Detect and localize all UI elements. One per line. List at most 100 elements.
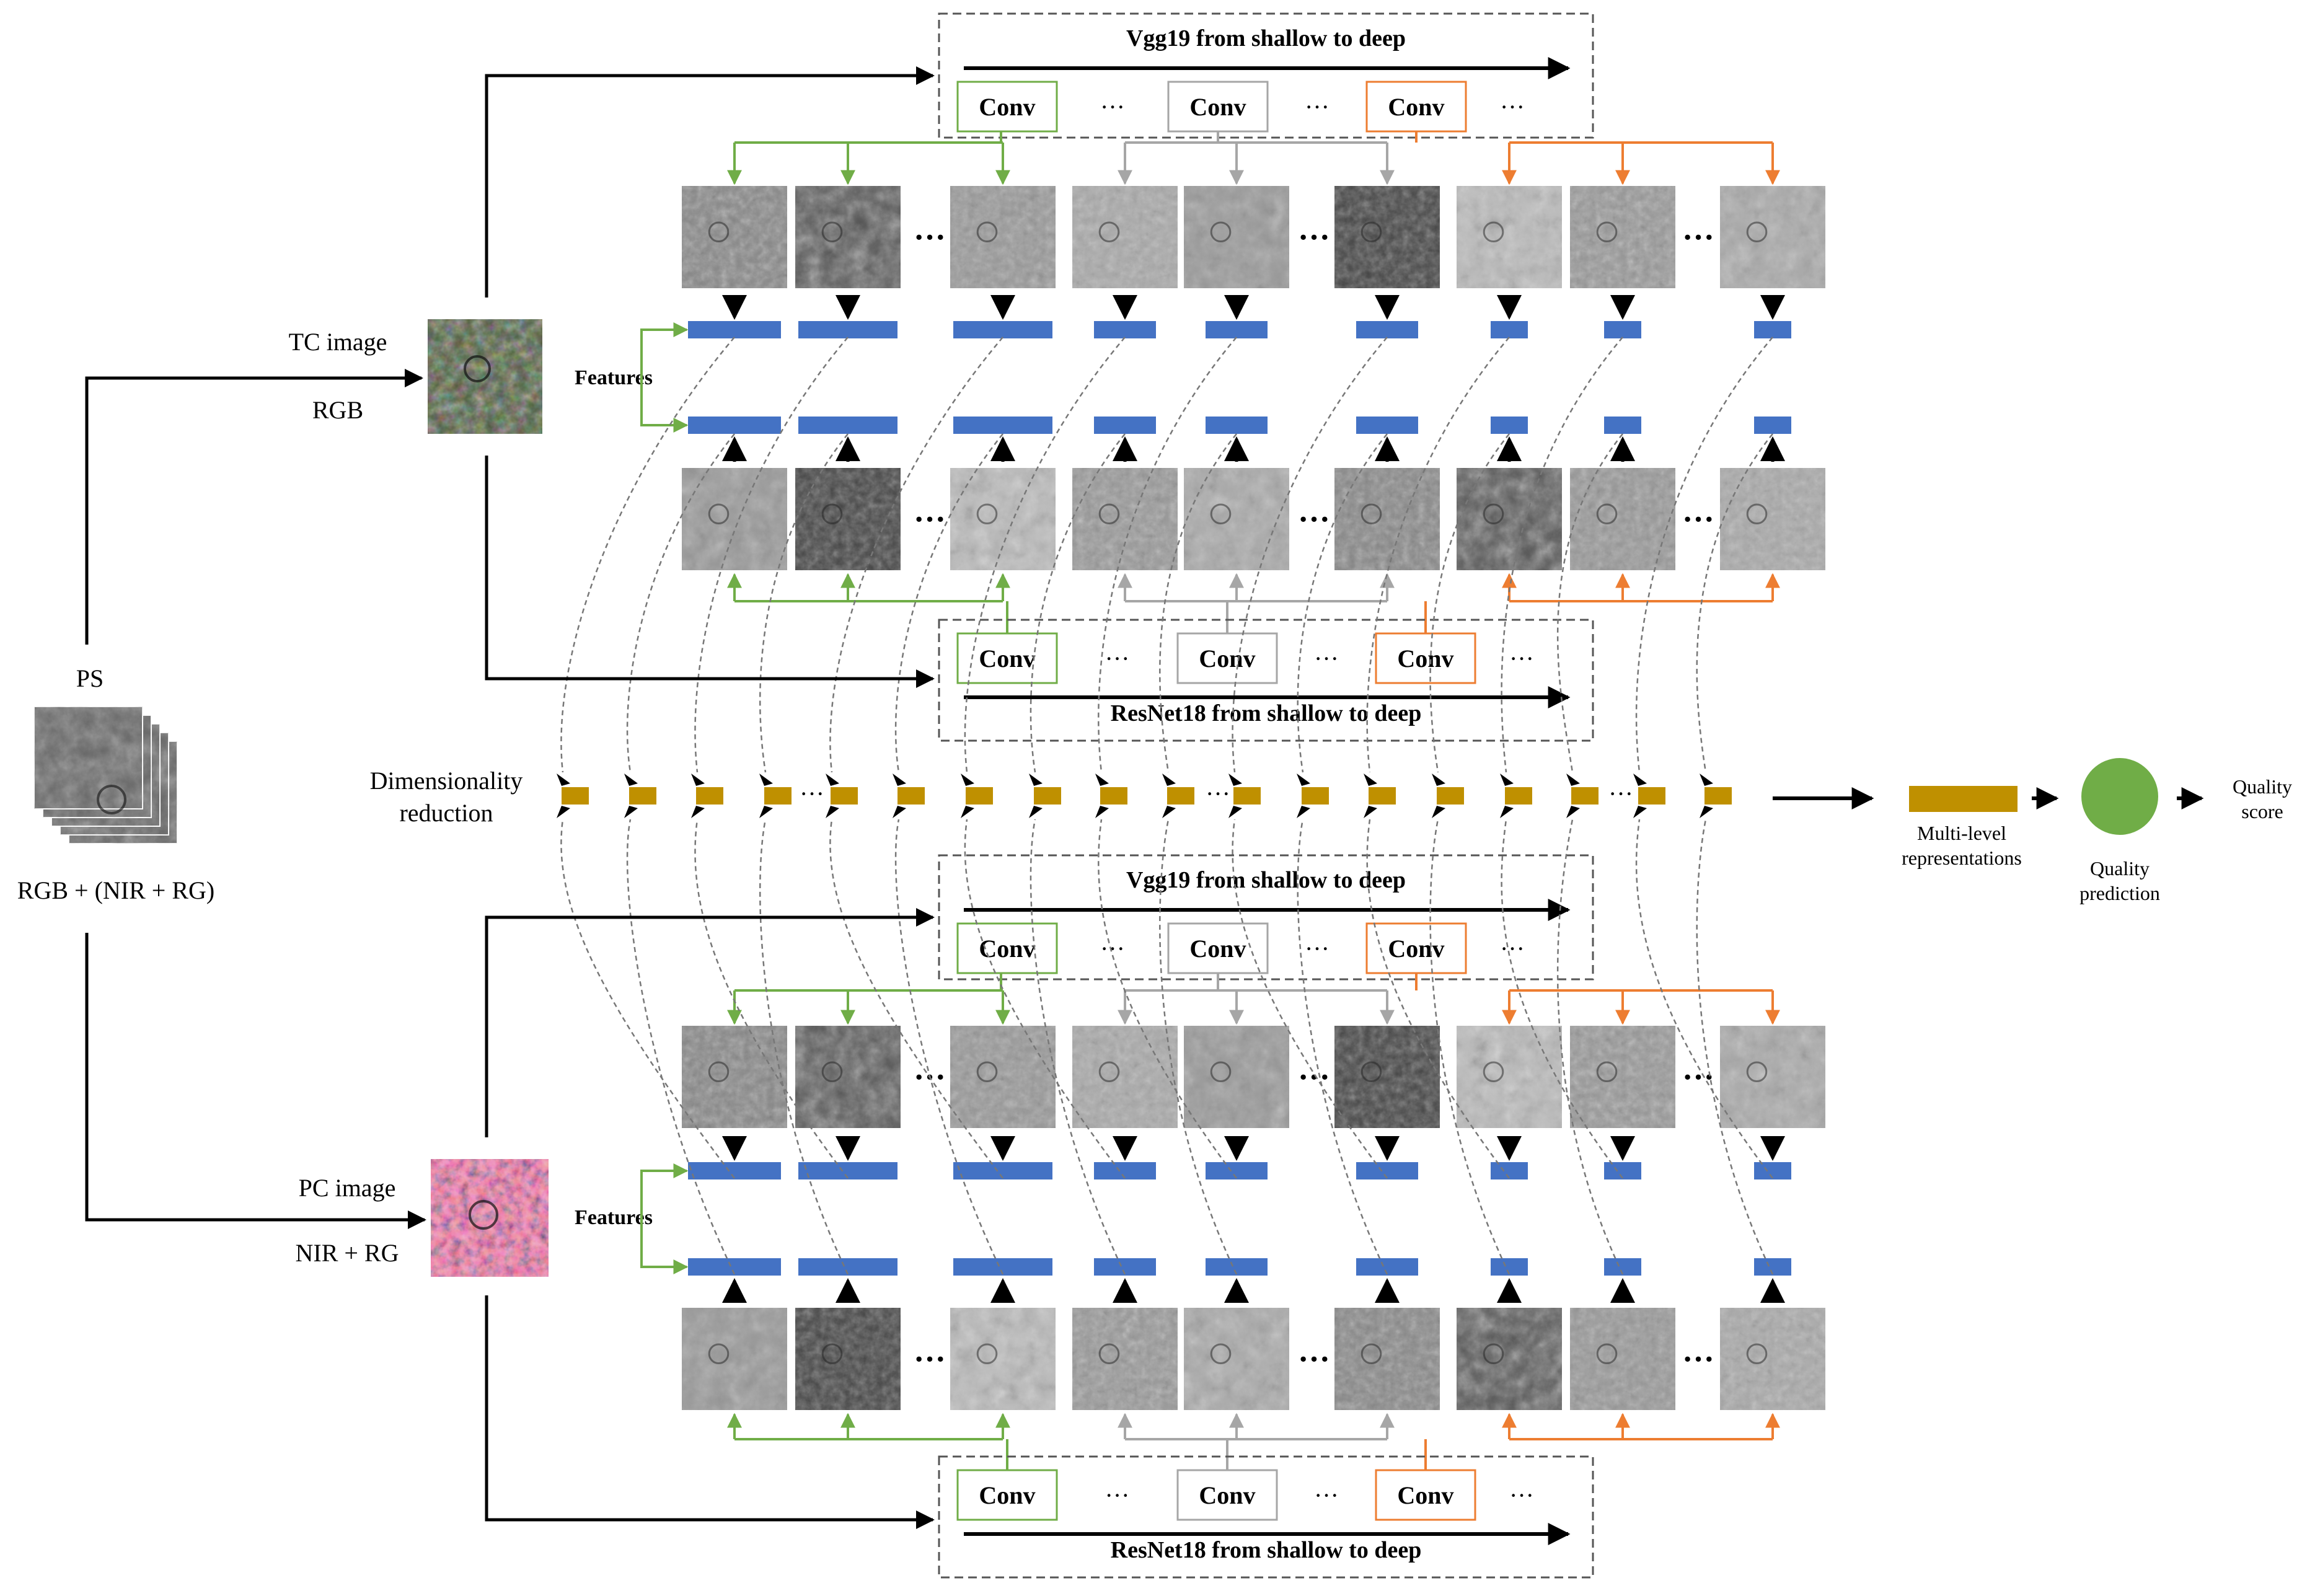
- reduction-arrow-bottom-16: [1633, 806, 1647, 818]
- tc-vgg-conv-1: [956, 81, 1058, 133]
- tc-vgg-featuremap-1-crater: [821, 221, 843, 243]
- pc-resnet-featuremap-7-crater: [1596, 1343, 1618, 1365]
- tc-vgg-map-dots-1: ···: [1298, 220, 1330, 255]
- tc-resnet-box: [938, 619, 1594, 742]
- reduction-arrow-bottom-8: [1095, 806, 1109, 818]
- tc-resnet-featuremap-2-crater: [976, 503, 998, 525]
- quality-score-label-1: Quality: [2233, 775, 2292, 798]
- pc-vgg-link-7: [1501, 819, 1623, 1179]
- tc-resnet-feature-bar-0: [688, 417, 781, 434]
- pc-vgg-featuremap-6-crater: [1483, 1061, 1504, 1083]
- tc-vgg-featuremap-7: [1570, 186, 1675, 288]
- reduction-arrow-bottom-17: [1700, 806, 1713, 818]
- tc-resnet-feature-bar-2: [953, 417, 1052, 434]
- tc-vgg-feature-bar-5: [1356, 321, 1418, 338]
- pc-resnet-featuremap-1-crater: [821, 1343, 843, 1365]
- tc-image: [428, 319, 542, 434]
- pc-resnet-featuremap-2-crater: [976, 1343, 998, 1365]
- pc-resnet-link-5: [1297, 819, 1388, 1275]
- pc-resnet-link-2: [894, 819, 1004, 1275]
- pc-vgg-link-3: [964, 819, 1126, 1179]
- tc-vgg-featuremap-5-crater: [1360, 221, 1382, 243]
- pc-resnet-featuremap-2: [950, 1308, 1056, 1410]
- pc-vgg-feature-bar-7: [1604, 1162, 1641, 1179]
- pc-vgg-featuremap-6: [1457, 1026, 1562, 1128]
- tc-resnet-featuremap-3-crater: [1098, 503, 1120, 525]
- quality-prediction-label-2: prediction: [2079, 882, 2160, 904]
- pc-vgg-featuremap-7-crater: [1596, 1061, 1618, 1083]
- tc-resnet-feature-bar-1: [798, 417, 897, 434]
- tc-vgg-featuremap-0: [682, 186, 787, 288]
- reduced-feature-3: [764, 787, 792, 805]
- tc-resnet-feature-bar-5: [1356, 417, 1418, 434]
- tc-vgg-link-2: [829, 337, 1003, 773]
- pc-resnet-conv-label-1: Conv: [979, 1481, 1035, 1509]
- quality-prediction-circle: [2081, 758, 2158, 835]
- reduced-feature-13: [1437, 787, 1464, 805]
- quality-score-label-2: score: [2241, 800, 2283, 822]
- tc-resnet-conv-label-1: Conv: [979, 645, 1035, 672]
- pc-resnet-ellipsis-1: ···: [1105, 1481, 1130, 1509]
- tc-vgg-feature-bar-3: [1094, 321, 1156, 338]
- pc-resnet-link-7: [1556, 819, 1624, 1275]
- reduction-arrow-bottom-1: [624, 806, 638, 818]
- reduction-arrow-bottom-5: [893, 806, 906, 818]
- reduction-arrow-bottom-6: [961, 806, 974, 818]
- pc-resnet-featuremap-6: [1457, 1308, 1562, 1410]
- dim-reduction-label-1: Dimensionality: [370, 767, 523, 795]
- dim-reduction-label-2: reduction: [399, 799, 493, 827]
- pc-resnet-featuremap-1: [795, 1308, 901, 1410]
- pc-vgg-link-1: [694, 819, 849, 1179]
- tc-resnet-featuremap-4-crater: [1210, 503, 1232, 525]
- pc-to-vgg-arrow: [485, 908, 935, 1137]
- reduction-arrow-top-13: [1432, 774, 1445, 786]
- reduced-feature-9: [1167, 787, 1194, 805]
- pc-resnet-featuremap-5: [1334, 1308, 1440, 1410]
- pc-resnet-link-0: [626, 819, 736, 1275]
- pc-vgg-link-4: [1098, 819, 1237, 1179]
- reduction-arrow-bottom-10: [1228, 806, 1242, 818]
- tc-vgg-featuremap-0-crater: [708, 221, 730, 243]
- pc-vgg-ellipsis-3: ···: [1500, 935, 1525, 963]
- quality-prediction-label-1: Quality: [2090, 857, 2150, 880]
- pc-resnet-ellipsis-2: ···: [1314, 1481, 1339, 1509]
- tc-resnet-conv-label-2: Conv: [1199, 645, 1255, 672]
- pc-bands-label: NIR + RG: [295, 1239, 399, 1267]
- tc-resnet-featuremap-7: [1570, 468, 1675, 570]
- pc-vgg-feature-bar-6: [1491, 1162, 1528, 1179]
- pc-vgg-featuremap-8: [1720, 1026, 1825, 1128]
- tc-resnet-feature-bar-6: [1491, 417, 1528, 434]
- pc-resnet-featuremap-3: [1072, 1308, 1178, 1410]
- tc-resnet-featuremap-8: [1720, 468, 1825, 570]
- tc-resnet-feature-bar-8: [1754, 417, 1791, 434]
- tc-resnet-featuremap-0-crater: [708, 503, 730, 525]
- pc-resnet-conv-2: [1176, 1469, 1278, 1521]
- tc-vgg-featuremap-7-crater: [1596, 221, 1618, 243]
- pc-vgg-featuremap-3: [1072, 1026, 1178, 1128]
- reduced-feature-15: [1571, 787, 1599, 805]
- reduction-arrow-top-1: [624, 774, 638, 786]
- pc-resnet-map-dots-2: ···: [1682, 1342, 1714, 1377]
- tc-vgg-feature-bar-4: [1206, 321, 1268, 338]
- tc-resnet-map-dots-2: ···: [1682, 502, 1714, 537]
- reduction-arrow-bottom-7: [1029, 806, 1043, 818]
- pc-vgg-conv-2: [1167, 922, 1269, 974]
- reduction-arrow-top-8: [1095, 774, 1109, 786]
- tc-to-resnet-arrow: [485, 456, 935, 688]
- tc-vgg-feature-bar-1: [798, 321, 897, 338]
- tc-to-vgg-arrow: [485, 66, 935, 298]
- pc-resnet-link-8: [1696, 819, 1774, 1275]
- pc-vgg-conv-3: [1365, 922, 1467, 974]
- reduction-arrow-top-11: [1297, 774, 1310, 786]
- ps-bands-label: RGB + (NIR + RG): [17, 876, 214, 904]
- pc-vgg-map-dots-2: ···: [1682, 1060, 1714, 1095]
- tc-vgg-link-4: [1098, 337, 1237, 773]
- tc-resnet-link-7: [1556, 433, 1623, 773]
- reduction-arrow-top-3: [759, 774, 773, 786]
- tc-resnet-ellipsis-3: ···: [1509, 645, 1534, 672]
- pc-resnet-featuremap-6-crater: [1483, 1343, 1504, 1365]
- tc-resnet-conv-3: [1375, 632, 1476, 684]
- tc-vgg-link-6: [1366, 337, 1510, 773]
